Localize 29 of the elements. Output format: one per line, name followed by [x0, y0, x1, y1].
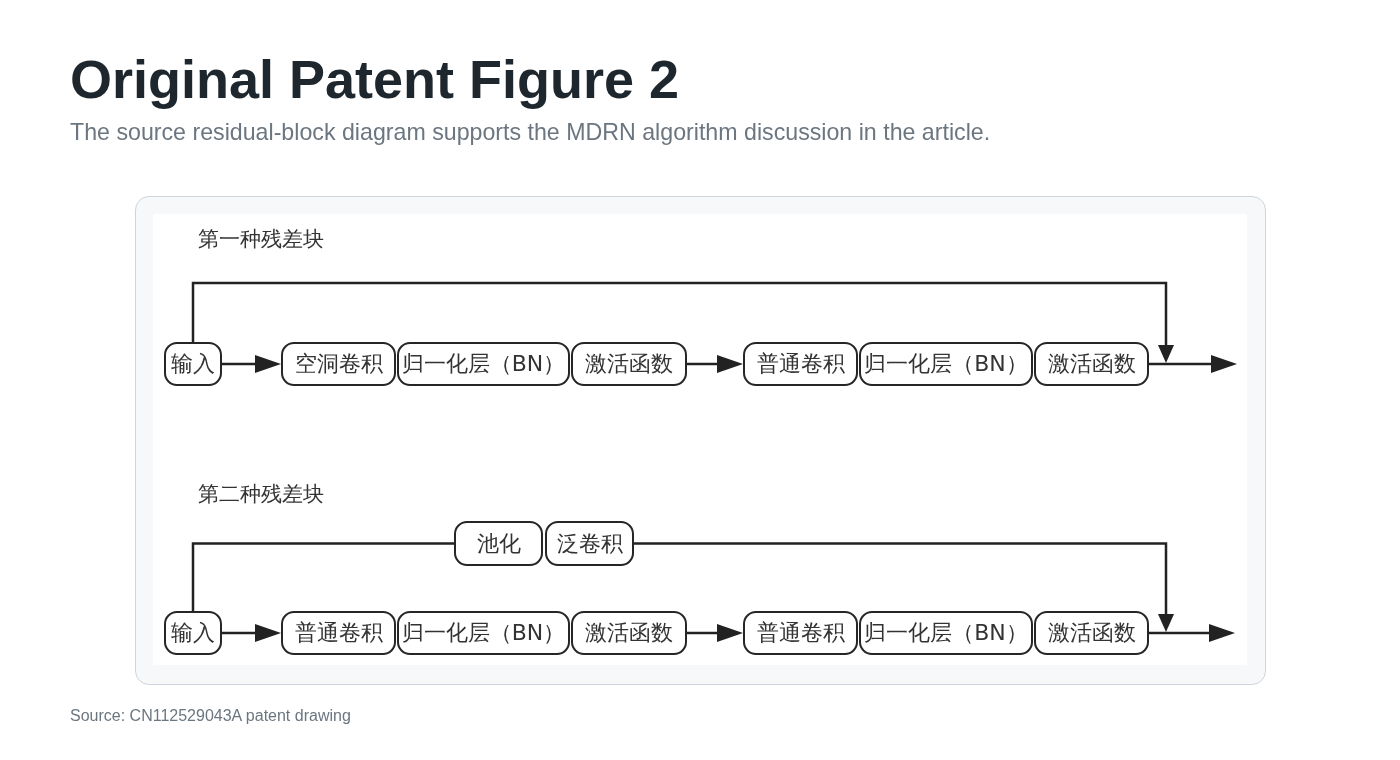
arrow — [634, 542, 1174, 632]
process-box: 普通卷积 — [743, 611, 858, 655]
process-box: 激活函数 — [571, 611, 687, 655]
arrow — [222, 355, 281, 373]
arrow — [222, 624, 281, 642]
process-box: 输入 — [164, 342, 222, 386]
arrow — [1149, 355, 1237, 373]
process-box: 归一化层（BN） — [859, 611, 1033, 655]
section-heading: 第一种残差块 — [198, 229, 324, 250]
arrow — [191, 281, 1174, 363]
process-box: 归一化层（BN） — [397, 342, 570, 386]
arrow — [687, 355, 743, 373]
process-box: 普通卷积 — [743, 342, 858, 386]
process-box: 泛卷积 — [545, 521, 634, 566]
process-box: 归一化层（BN） — [397, 611, 570, 655]
arrow — [1149, 624, 1235, 642]
arrow — [687, 624, 743, 642]
process-box: 空洞卷积 — [281, 342, 396, 386]
section-heading: 第二种残差块 — [198, 484, 324, 505]
process-box: 激活函数 — [571, 342, 687, 386]
process-box: 激活函数 — [1034, 342, 1149, 386]
process-box: 普通卷积 — [281, 611, 396, 655]
process-box: 激活函数 — [1034, 611, 1149, 655]
process-box: 池化 — [454, 521, 543, 566]
subtitle: The source residual-block diagram supports the MDRN algorithm discussion in the article. — [70, 121, 991, 145]
process-box: 归一化层（BN） — [859, 342, 1033, 386]
connector-line — [191, 542, 454, 611]
source-note: Source: CN112529043A patent drawing — [70, 708, 351, 724]
process-box: 输入 — [164, 611, 222, 655]
